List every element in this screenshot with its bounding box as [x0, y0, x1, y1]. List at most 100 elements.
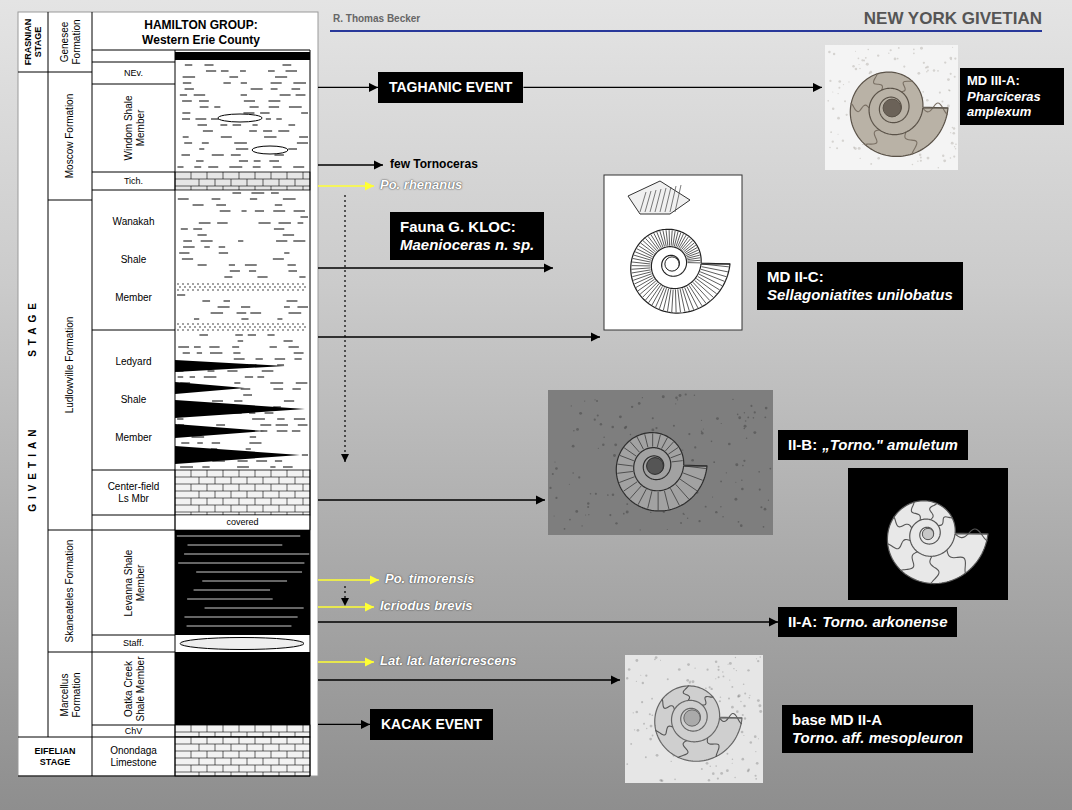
- photo-grain: [651, 698, 653, 700]
- shale-dash: [240, 71, 246, 72]
- photo-grain: [600, 423, 602, 425]
- photo-grain: [750, 405, 752, 407]
- sand-dot: [254, 286, 255, 287]
- shale-dash: [201, 241, 213, 242]
- limestone-joint: [279, 505, 280, 512]
- limestone-joint: [303, 737, 304, 744]
- shale-dash: [216, 425, 225, 426]
- sand-dot: [267, 329, 268, 330]
- shale-dash: [194, 347, 201, 348]
- shale-dash: [199, 335, 208, 336]
- photo-grain: [662, 395, 665, 398]
- photo-grain: [927, 157, 930, 160]
- shale-dash: [193, 205, 204, 206]
- limestone-joint: [295, 505, 296, 512]
- ammonite-rib: [670, 454, 681, 458]
- limestone-joint: [239, 737, 240, 744]
- limestone-joint: [287, 484, 288, 491]
- photo-grain: [833, 53, 835, 55]
- limestone-joint: [279, 744, 280, 751]
- sand-dot: [232, 329, 233, 330]
- photo-grain: [594, 399, 595, 400]
- shale-dash: [286, 71, 297, 72]
- ammonite-suture: [707, 738, 719, 757]
- limestone-joint: [207, 186, 208, 190]
- photo-grain: [721, 423, 722, 424]
- photo-grain: [747, 770, 750, 773]
- fragment-rib: [670, 186, 676, 212]
- limestone-joint: [295, 744, 296, 751]
- photo-grain: [649, 738, 652, 741]
- photo-grain: [758, 738, 759, 739]
- limestone-line: [175, 772, 310, 773]
- fossil-photo: [604, 175, 742, 330]
- ammonite-rib: [674, 232, 678, 247]
- event-box: MD III-A:Pharciceras amplexum: [960, 68, 1064, 125]
- shale-dash: [264, 137, 276, 138]
- photo-grain: [743, 428, 745, 430]
- shale-dash: [241, 389, 251, 390]
- sand-dot: [222, 323, 223, 324]
- column-panel: [18, 12, 318, 776]
- photo-grain: [687, 663, 690, 666]
- label-holder: GIVETIAN STAGE: [27, 75, 39, 734]
- grid-line: [92, 515, 175, 516]
- label-holder: Wanakah Shale Member: [92, 190, 175, 330]
- limestone-joint: [263, 179, 264, 186]
- label-holder: Marcellus Formation: [59, 655, 82, 734]
- photo-grain: [612, 493, 615, 496]
- photo-grain: [757, 699, 760, 702]
- limestone-joint: [271, 725, 272, 732]
- photo-grain: [688, 433, 690, 435]
- photo-grain: [638, 402, 641, 405]
- shale-dash: [212, 155, 224, 156]
- photo-grain: [858, 147, 861, 150]
- photo-grain: [655, 427, 657, 429]
- limestone-line: [175, 512, 310, 513]
- limestone-joint: [231, 179, 232, 186]
- ammonite-whorl-seam: [910, 519, 955, 556]
- ammonite-rib: [702, 267, 728, 272]
- limestone-joint: [263, 732, 264, 737]
- photo-grain: [691, 459, 694, 462]
- photo-grain: [753, 431, 756, 434]
- strat-unit-label: Staff.: [123, 639, 144, 648]
- photo-grain: [689, 681, 691, 683]
- photo-grain: [758, 471, 760, 473]
- sand-dot: [297, 283, 298, 284]
- photo-grain: [709, 686, 711, 688]
- limestone-joint: [255, 512, 256, 515]
- photo-grain: [581, 525, 582, 526]
- photo-grain: [571, 405, 572, 406]
- ammonite-rib: [670, 488, 679, 505]
- shale-dash: [299, 137, 308, 138]
- limestone-joint: [191, 765, 192, 772]
- photo-grain: [701, 768, 703, 770]
- leader-arrow: [318, 336, 600, 337]
- sand-dot: [184, 326, 185, 327]
- photo-grain: [744, 425, 747, 428]
- photo-grain: [952, 127, 953, 128]
- shale-dash: [183, 137, 189, 138]
- ammonite-rib: [666, 230, 668, 246]
- shale-dash: [275, 359, 285, 360]
- limestone-joint: [263, 491, 264, 498]
- event-arrow: [318, 724, 370, 725]
- shale-dash: [202, 301, 210, 302]
- shale-dash: [252, 125, 257, 126]
- shale-dash: [217, 223, 227, 224]
- ammonite-rib: [632, 270, 651, 273]
- grid-line: [48, 530, 92, 531]
- taxon-name: „Torno." amuletum: [822, 436, 958, 453]
- sand-bed: [175, 322, 310, 332]
- sand-dot: [224, 326, 225, 327]
- photo-grain: [686, 679, 689, 682]
- ammonite-rib: [688, 260, 701, 262]
- photo-grain: [636, 681, 637, 682]
- shale-dash: [229, 77, 238, 78]
- limestone-joint: [239, 512, 240, 515]
- ammonite-rib: [668, 447, 678, 454]
- leader-arrow: [318, 267, 553, 268]
- shale-dash: [300, 217, 308, 218]
- limestone-joint: [223, 470, 224, 477]
